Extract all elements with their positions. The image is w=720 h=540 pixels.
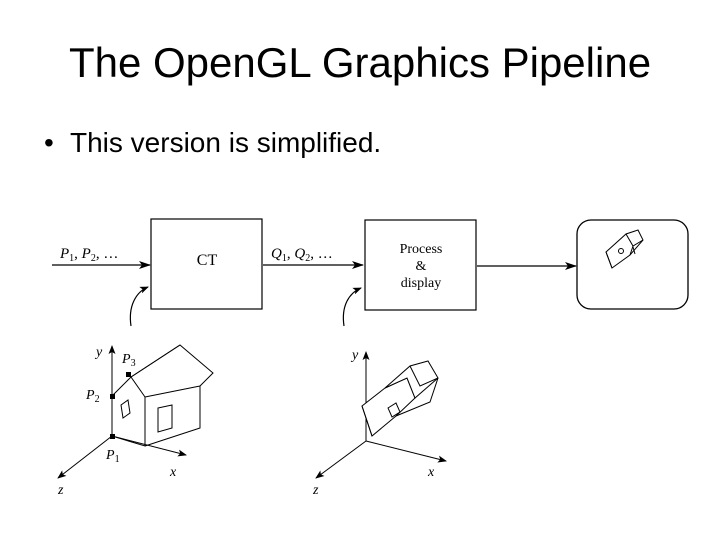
scene1-x-axis [111, 435, 187, 457]
scene1-y-label: y [94, 345, 103, 360]
point-p2-marker [110, 394, 115, 399]
pipeline-row: P1, P2, … CT Q1, Q2, … Process & display [52, 218, 689, 327]
scene2-z-label: z [312, 483, 319, 498]
bullet-text: This version is simplified. [70, 127, 382, 158]
process-display-box [364, 219, 477, 311]
scene2-x-label: x [427, 465, 435, 480]
ct-pointer-curve [129, 286, 149, 327]
bullet-marker: • [44, 127, 54, 158]
input-points-label: P1, P2, … [59, 246, 118, 264]
output-points-label: Q1, Q2, … [271, 246, 333, 264]
scene1-x-label: x [169, 465, 177, 480]
display-label: display [401, 276, 441, 291]
process-label: Process [400, 242, 443, 257]
ct-box [150, 218, 263, 310]
scene2-y-label: y [350, 348, 359, 363]
scene-transformed-object: y x z [312, 348, 447, 498]
scene2-z-axis [315, 440, 367, 479]
bullet-list: • This version is simplified. [40, 126, 381, 160]
screen-house-icon [605, 229, 644, 269]
transformed-house-model [361, 360, 439, 437]
scene1-z-label: z [57, 483, 64, 498]
scene-world-house: y x z P3 P2 P1 [57, 344, 214, 498]
ct-label: CT [197, 252, 218, 269]
slide-title: The OpenGL Graphics Pipeline [68, 39, 652, 86]
house-model [111, 344, 214, 447]
point-p3-label: P3 [121, 352, 136, 369]
point-p1-marker [110, 434, 115, 439]
bullet-item: • This version is simplified. [40, 126, 381, 160]
point-p1-label: P1 [105, 448, 120, 465]
point-p3-marker [126, 372, 131, 377]
point-p2-label: P2 [85, 388, 100, 405]
screen-display [576, 219, 689, 310]
process-pointer-curve [342, 287, 362, 327]
process-ampersand: & [416, 259, 427, 274]
scene2-x-axis [365, 440, 447, 463]
scene1-z-axis [57, 435, 113, 479]
